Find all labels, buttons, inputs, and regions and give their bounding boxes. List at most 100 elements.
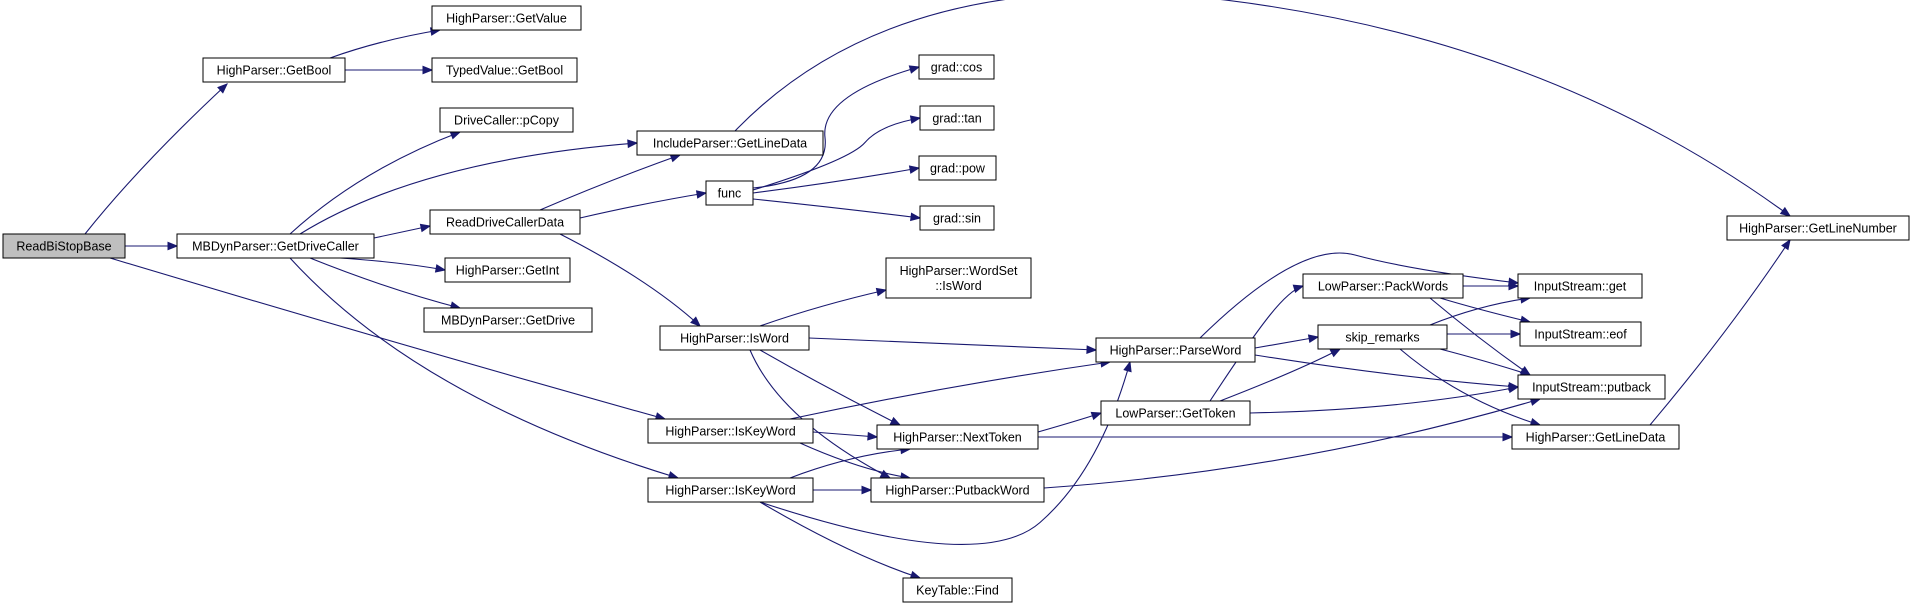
node-label: ReadBiStopBase [16, 240, 111, 254]
node-label: HighParser::WordSet [900, 264, 1018, 278]
node-lp-packwords[interactable]: LowParser::PackWords [1302, 273, 1464, 299]
edge-mbd-getdrivecaller-to-readdrivecallerdata [373, 223, 432, 239]
node-label: DriveCaller::pCopy [454, 114, 560, 128]
node-label: IncludeParser::GetLineData [653, 137, 807, 151]
node-skip-remarks[interactable]: skip_remarks [1317, 324, 1448, 350]
node-hp-getbool[interactable]: HighParser::GetBool [202, 57, 346, 83]
node-label: HighParser::IsWord [680, 332, 789, 346]
edge-func-to-grad-cos [752, 65, 921, 189]
edge-lp-packwords-to-is-get [1463, 281, 1520, 291]
edge-func-to-grad-tan [752, 115, 922, 191]
edge-hp-parseword-to-skip-remarks [1254, 334, 1320, 349]
node-label: InputStream::get [1534, 280, 1627, 294]
edge-mbd-getdrivecaller-to-ip-getlinedata [299, 139, 639, 235]
edge-mbd-getdrivecaller-to-hp-getint [339, 257, 447, 273]
node-label: HighParser::GetLineNumber [1739, 222, 1897, 236]
node-label: HighParser::GetBool [217, 64, 332, 78]
node-hp-nexttoken[interactable]: HighParser::NextToken [876, 424, 1039, 450]
node-hp-isword[interactable]: HighParser::IsWord [659, 325, 810, 351]
node-label: func [718, 187, 742, 201]
edge-hp-getbool-to-hp-getvalue [329, 27, 442, 59]
edge-mbd-getdrivecaller-to-hp-iskeyword-2 [289, 257, 680, 480]
node-label: TypedValue::GetBool [446, 64, 563, 78]
edge-hp-isword-to-hp-wordset [759, 287, 888, 327]
node-label: HighParser::GetValue [446, 12, 567, 26]
node-label: HighParser::IsKeyWord [665, 425, 795, 439]
node-label: ::IsWord [935, 279, 981, 293]
node-label: grad::pow [930, 162, 986, 176]
edge-hp-isword-to-hp-putbackword [749, 349, 892, 479]
node-label: grad::sin [933, 212, 981, 226]
node-hp-getvalue[interactable]: HighParser::GetValue [431, 5, 582, 31]
node-keytable-find[interactable]: KeyTable::Find [902, 577, 1013, 603]
edge-hp-iskeyword-2-to-hp-parseword [759, 360, 1132, 545]
node-label: skip_remarks [1345, 331, 1419, 345]
node-label: HighParser::IsKeyWord [665, 484, 795, 498]
edge-hp-nexttoken-to-lp-gettoken [1037, 411, 1103, 433]
edge-hp-nexttoken-to-hp-getlinedata [1038, 432, 1514, 442]
node-label: HighParser::GetInt [456, 264, 560, 278]
node-label: InputStream::eof [1534, 328, 1627, 342]
edge-ip-getlinedata-to-hp-getlinenumber [734, 0, 1792, 217]
node-dc-pcopy[interactable]: DriveCaller::pCopy [439, 107, 574, 133]
node-ip-getlinedata[interactable]: IncludeParser::GetLineData [636, 130, 824, 156]
node-label: HighParser::GetLineData [1526, 431, 1666, 445]
node-hp-getint[interactable]: HighParser::GetInt [444, 257, 571, 283]
edge-readbistopbase-to-mbd-getdrivecaller [125, 241, 179, 251]
edge-readdrivecallerdata-to-hp-isword [559, 233, 701, 327]
node-readbistopbase[interactable]: ReadBiStopBase [2, 233, 126, 259]
node-label: HighParser::ParseWord [1110, 344, 1242, 358]
edge-hp-isword-to-hp-nexttoken [759, 349, 902, 426]
edge-hp-iskeyword-1-to-hp-nexttoken [812, 431, 879, 441]
node-hp-getlinedata[interactable]: HighParser::GetLineData [1511, 424, 1680, 450]
edge-func-to-grad-sin [752, 198, 922, 222]
node-hp-iskeyword-1[interactable]: HighParser::IsKeyWord [647, 418, 814, 444]
edge-readbistopbase-to-hp-getbool [84, 83, 228, 235]
edge-lp-packwords-to-is-eof [1439, 297, 1532, 325]
edge-func-to-grad-pow [752, 165, 921, 194]
node-label: KeyTable::Find [916, 584, 999, 598]
edge-skip-remarks-to-is-putback [1439, 348, 1532, 377]
node-label: HighParser::PutbackWord [885, 484, 1029, 498]
node-hp-iskeyword-2[interactable]: HighParser::IsKeyWord [647, 477, 814, 503]
edge-readdrivecallerdata-to-func [579, 190, 708, 219]
node-is-get[interactable]: InputStream::get [1517, 273, 1643, 299]
edge-hp-getlinedata-to-hp-getlinenumber [1649, 238, 1791, 426]
node-hp-getlinenumber[interactable]: HighParser::GetLineNumber [1726, 215, 1910, 241]
edge-hp-iskeyword-2-to-hp-nexttoken [789, 445, 912, 479]
edge-lp-gettoken-to-skip-remarks [1219, 348, 1342, 402]
node-label: grad::tan [932, 112, 981, 126]
node-is-putback[interactable]: InputStream::putback [1517, 374, 1666, 400]
node-label: ReadDriveCallerData [446, 216, 564, 230]
edge-hp-parseword-to-is-putback [1254, 354, 1520, 391]
node-label: LowParser::GetToken [1115, 407, 1235, 421]
node-is-eof[interactable]: InputStream::eof [1519, 321, 1642, 347]
edge-lp-gettoken-to-is-putback [1249, 384, 1520, 414]
node-readdrivecallerdata[interactable]: ReadDriveCallerData [429, 209, 581, 235]
node-label: LowParser::PackWords [1318, 280, 1448, 294]
node-hp-parseword[interactable]: HighParser::ParseWord [1095, 337, 1256, 363]
node-label: InputStream::putback [1532, 381, 1652, 395]
edge-readbistopbase-to-hp-iskeyword-1 [109, 257, 667, 421]
node-hp-putbackword[interactable]: HighParser::PutbackWord [870, 477, 1045, 503]
edge-hp-getbool-to-tv-getbool [345, 65, 434, 75]
node-hp-wordset[interactable]: HighParser::WordSet::IsWord [885, 257, 1032, 299]
node-tv-getbool[interactable]: TypedValue::GetBool [431, 57, 578, 83]
node-mbd-getdrivecaller[interactable]: MBDynParser::GetDriveCaller [176, 233, 375, 259]
node-lp-gettoken[interactable]: LowParser::GetToken [1100, 400, 1251, 426]
edge-hp-iskeyword-1-to-hp-parseword [789, 359, 1112, 420]
node-label: MBDynParser::GetDriveCaller [192, 240, 359, 254]
edge-hp-isword-to-hp-parseword [808, 337, 1098, 354]
node-grad-tan[interactable]: grad::tan [919, 105, 995, 131]
node-label: grad::cos [931, 61, 982, 75]
node-grad-sin[interactable]: grad::sin [919, 205, 995, 231]
node-label: HighParser::NextToken [893, 431, 1022, 445]
edge-lp-gettoken-to-lp-packwords [1209, 284, 1305, 402]
node-grad-pow[interactable]: grad::pow [918, 155, 997, 181]
edge-skip-remarks-to-is-eof [1447, 329, 1522, 339]
edge-hp-iskeyword-2-to-keytable-find [759, 501, 922, 580]
node-grad-cos[interactable]: grad::cos [918, 54, 995, 80]
node-mbd-getdrive[interactable]: MBDynParser::GetDrive [423, 307, 593, 333]
node-func[interactable]: func [705, 180, 754, 206]
